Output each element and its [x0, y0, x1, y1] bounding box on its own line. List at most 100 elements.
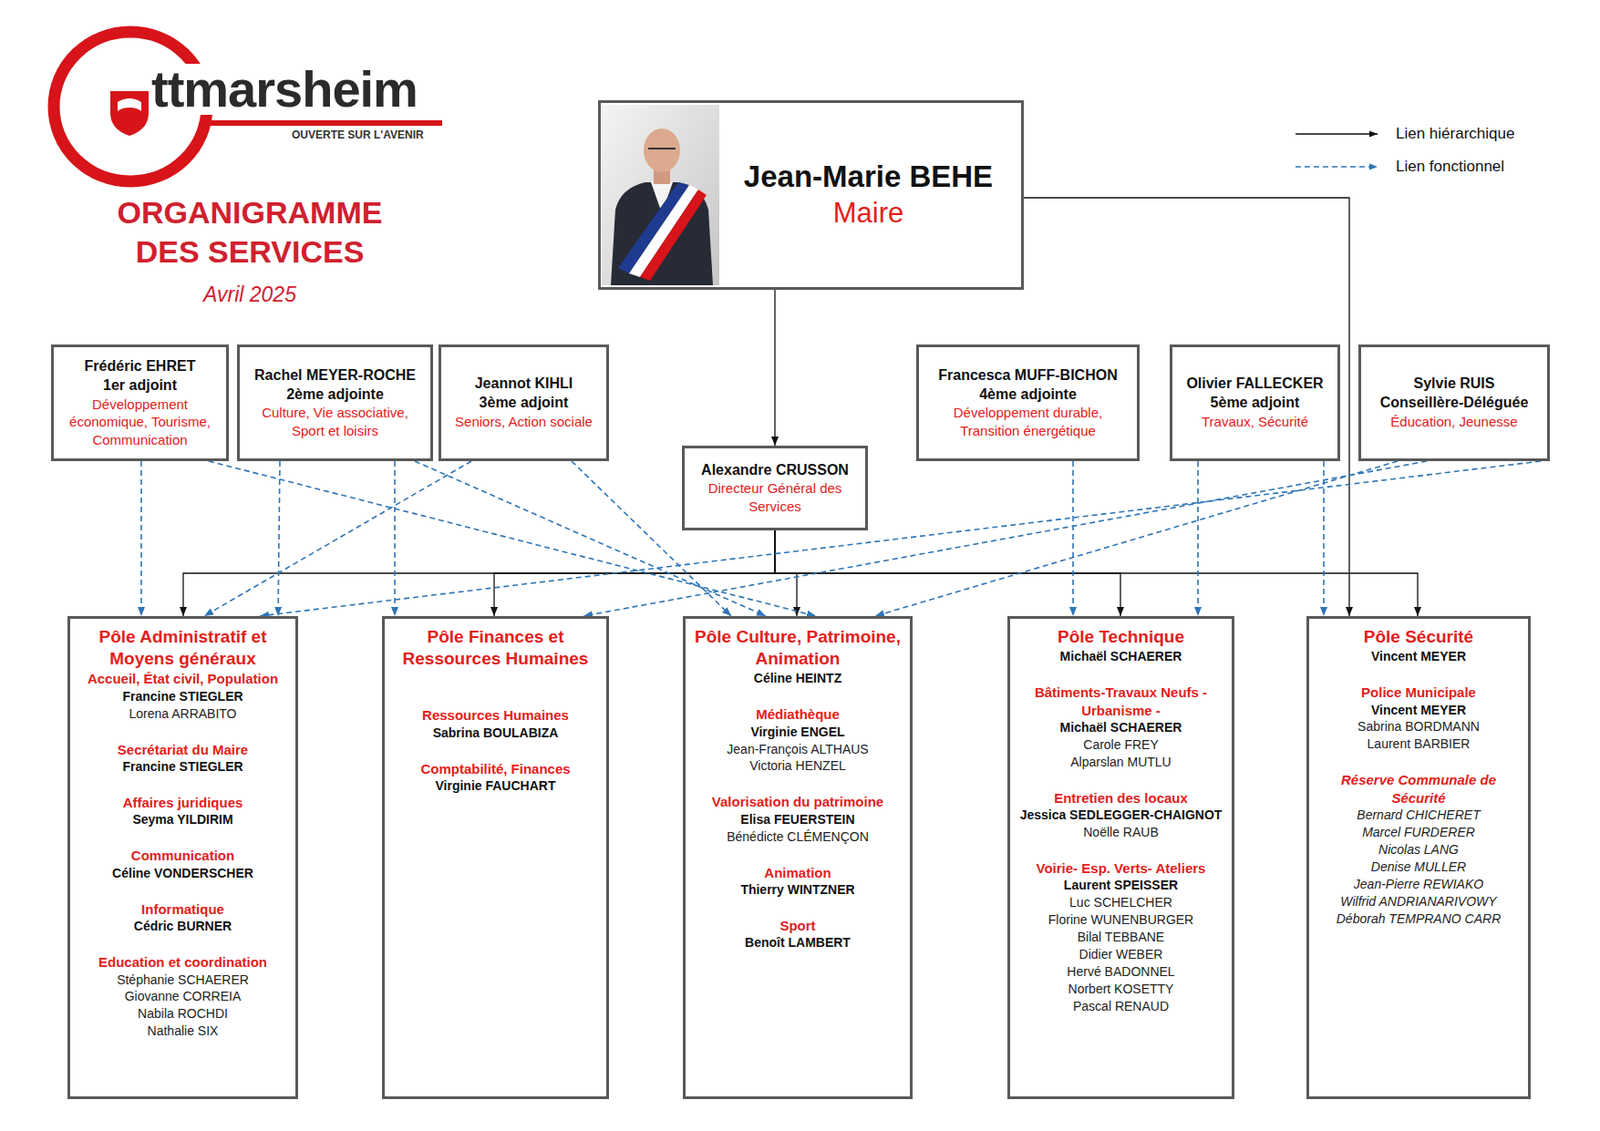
- service-heading: Secrétariat du Maire: [117, 741, 248, 760]
- staff-name: Jean-François ALTHAUS: [726, 741, 868, 759]
- person-name: Rachel MEYER-ROCHE: [254, 366, 416, 386]
- functional-link: [140, 461, 143, 617]
- staff-name: Bilal TEBBANE: [1077, 929, 1165, 947]
- hierarchical-link: [774, 289, 775, 446]
- staff-name: Victoria HENZEL: [749, 757, 847, 775]
- department-box: Pôle TechniqueMichaël SCHAERER Bâtiments-…: [1007, 616, 1235, 1100]
- staff-lead: Benoît LAMBERT: [744, 934, 851, 952]
- person-name: Conseillère-Déléguée: [1380, 393, 1529, 413]
- service-heading: Animation: [763, 864, 831, 883]
- department-title: Pôle Administratif et Moyens généraux: [75, 626, 290, 671]
- staff-name: Bernard CHICHERET: [1356, 806, 1480, 825]
- logo-shield-mark: [117, 98, 142, 112]
- elected-box: Frédéric EHRET1er adjointDéveloppement é…: [51, 344, 229, 462]
- service-heading: Informatique: [141, 900, 225, 919]
- service-heading: Comptabilité, Finances: [420, 760, 570, 779]
- logo-shield: [110, 91, 149, 136]
- person-name: Jeannot KIHLI: [474, 374, 574, 394]
- role-title: Maire: [833, 195, 905, 232]
- functional-link: [1197, 461, 1199, 617]
- role-text: Seniors, Action sociale: [454, 412, 593, 432]
- service-heading: Valorisation du patrimoine: [712, 793, 884, 812]
- photo-ground: [601, 104, 720, 286]
- staff-name: Hervé BADONNEL: [1066, 963, 1175, 981]
- staff-lead: Virginie ENGEL: [750, 723, 845, 742]
- staff-lead: Francine STIEGLER: [122, 688, 243, 706]
- role-text: Développement économique, Tourisme, Comm…: [61, 395, 219, 450]
- service-heading: Voirie- Esp. Verts- Ateliers: [1036, 859, 1207, 878]
- logo-bar: [207, 120, 443, 126]
- person-name: Jean-Marie BEHE: [743, 157, 993, 196]
- service-heading: Bâtiments-Travaux Neufs - Urbanisme -: [1015, 683, 1227, 720]
- staff-name: Noëlle RAUB: [1083, 824, 1158, 842]
- staff-name: Jean-Pierre REWIAKO: [1353, 876, 1484, 894]
- service-heading: Education et coordination: [98, 953, 268, 972]
- elected-box: Rachel MEYER-ROCHE2ème adjointeCulture, …: [237, 344, 434, 462]
- elected-box: Sylvie RUISConseillère-DéléguéeÉducation…: [1358, 344, 1550, 462]
- person-name: 3ème adjoint: [479, 393, 569, 413]
- logo: [53, 31, 443, 182]
- department-title: Pôle Technique: [1057, 626, 1185, 649]
- staff-name: Sabrina BORDMANN: [1357, 718, 1480, 736]
- photo-head: [643, 128, 681, 173]
- photo-sash: [640, 189, 707, 281]
- mayor-photo: [601, 104, 720, 286]
- legend-samples: [1295, 134, 1378, 167]
- staff-name: Laurent BARBIER: [1367, 735, 1471, 754]
- staff-lead: Vincent MEYER: [1371, 701, 1466, 720]
- person-name: 1er adjoint: [103, 376, 177, 396]
- functional-link: [204, 461, 472, 617]
- person-name: 2ème adjointe: [286, 385, 384, 405]
- hierarchical-link: [494, 530, 775, 617]
- staff-name: Pascal RENAUD: [1073, 998, 1169, 1016]
- staff-name: Norbert KOSETTY: [1068, 980, 1175, 999]
- department-box: Pôle Finances et Ressources HumainesRess…: [381, 616, 610, 1100]
- role-text: Développement durable, Transition énergé…: [926, 403, 1130, 440]
- functional-link: [875, 461, 1398, 617]
- person-name: 4ème adjointe: [979, 385, 1077, 405]
- staff-lead: Céline HEINTZ: [753, 670, 842, 688]
- logo-wordmark: ttmarsheim: [148, 63, 421, 115]
- functional-link: [278, 461, 280, 617]
- person-name: Olivier FALLECKER: [1186, 374, 1323, 394]
- staff-name: Bénédicte CLÉMENÇON: [726, 828, 869, 847]
- department-box: Pôle Culture, Patrimoine, AnimationCélin…: [682, 616, 913, 1100]
- chart-title: ORGANIGRAMME DES SERVICES: [94, 193, 405, 271]
- department-title: Pôle Finances et Ressources Humaines: [390, 626, 601, 671]
- department-box: Pôle Administratif et Moyens générauxAcc…: [67, 616, 299, 1100]
- functional-link: [259, 461, 1541, 617]
- staff-name: Luc SCHELCHER: [1069, 894, 1173, 912]
- staff-name: Florine WUNENBURGER: [1048, 911, 1194, 930]
- staff-lead: Michaël SCHAERER: [1060, 648, 1183, 666]
- department-title: Pôle Sécurité: [1363, 626, 1474, 649]
- elected-box: Olivier FALLECKER5ème adjointTravaux, Sé…: [1169, 344, 1341, 462]
- staff-lead: Laurent SPEISSER: [1063, 877, 1178, 895]
- staff-name: Lorena ARRABITO: [128, 705, 237, 723]
- hierarchical-link: [774, 530, 1418, 617]
- role-text: Travaux, Sécurité: [1201, 412, 1309, 432]
- staff-name: Stéphanie SCHAERER: [116, 971, 249, 990]
- staff-lead: Céline VONDERSCHER: [112, 865, 254, 883]
- service-heading: Entretien des locaux: [1053, 789, 1188, 808]
- staff-name: Carole FREY: [1083, 736, 1158, 754]
- department-box: Pôle SécuritéVincent MEYERPolice Municip…: [1306, 616, 1531, 1100]
- service-heading: Affaires juridiques: [123, 794, 244, 813]
- staff-lead: Seyma YILDIRIM: [132, 811, 233, 829]
- staff-name: Nicolas LANG: [1378, 841, 1459, 859]
- legend-label: Lien hiérarchique: [1395, 123, 1515, 145]
- service-heading: Médiathèque: [755, 705, 840, 724]
- staff-lead: Thierry WINTZNER: [740, 881, 855, 899]
- staff-name: Giovanne CORREIA: [124, 988, 242, 1006]
- functional-link: [393, 461, 396, 617]
- service-heading: Sport: [779, 917, 816, 936]
- functional-link: [1322, 461, 1325, 617]
- staff-lead: Sabrina BOULABIZA: [433, 724, 559, 743]
- legend-line-dashed: [1295, 165, 1378, 168]
- photo-suit: [610, 182, 713, 286]
- service-heading: Accueil, État civil, Population: [87, 670, 279, 689]
- staff-lead: Francine STIEGLER: [122, 758, 243, 776]
- logo-tagline: OUVERTE SUR L'AVENIR: [289, 129, 426, 142]
- person-name: Alexandre CRUSSON: [701, 461, 849, 481]
- chart-date: Avril 2025: [94, 282, 405, 308]
